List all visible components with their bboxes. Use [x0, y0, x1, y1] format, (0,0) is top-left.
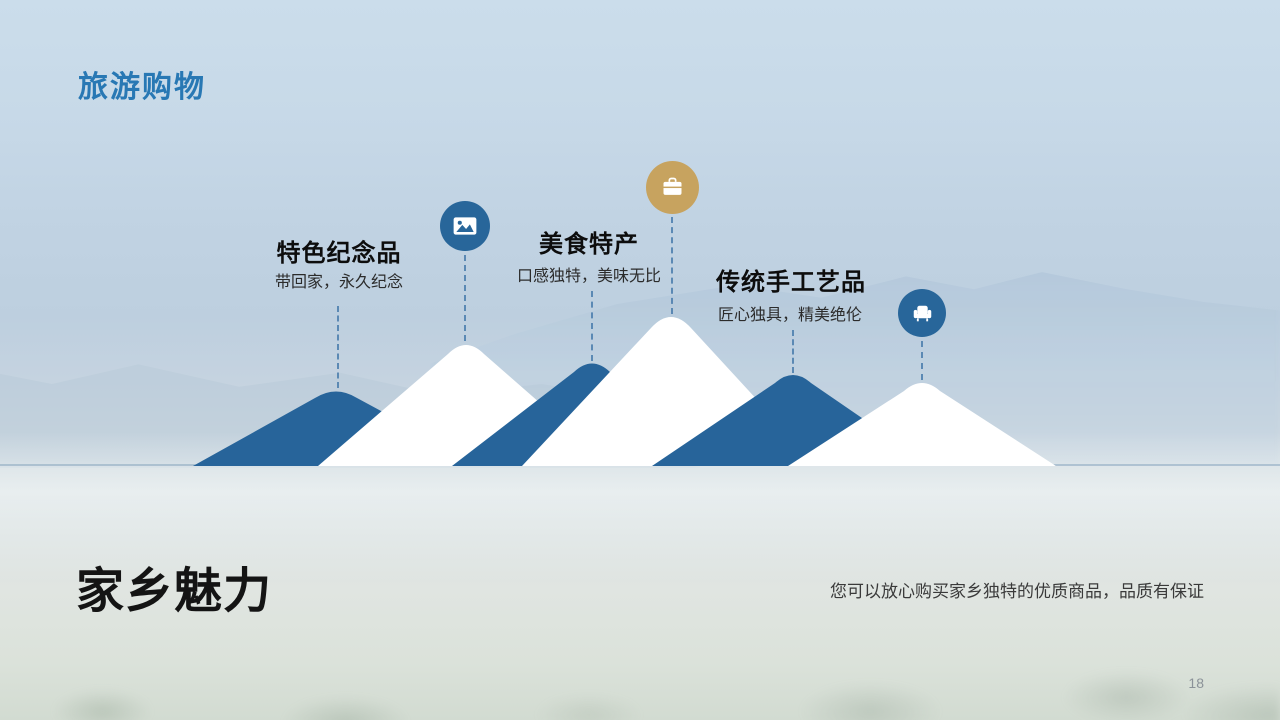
item-subtitle-handicrafts: 匠心独具，精美绝伦 — [717, 307, 862, 324]
item-badge-food — [646, 161, 699, 214]
connector-line-6 — [921, 341, 923, 380]
item-title-handicrafts: 传统手工艺品 — [716, 269, 866, 296]
connector-line-4 — [671, 217, 673, 314]
footer-title: 家乡魅力 — [76, 565, 273, 618]
item-title-food: 美食特产 — [539, 231, 639, 258]
slide-title: 旅游购物 — [78, 71, 206, 104]
footer-note: 您可以放心购买家乡独特的优质商品，品质有保证 — [830, 582, 1204, 601]
connector-line-3 — [591, 291, 593, 361]
connector-line-2 — [464, 255, 466, 341]
image-icon — [453, 217, 477, 235]
item-subtitle-food: 口感独特，美味无比 — [516, 268, 661, 285]
item-badge-handicrafts — [898, 289, 946, 337]
page-number: 18 — [1188, 675, 1204, 691]
connector-line-1 — [337, 306, 339, 388]
item-title-souvenirs: 特色纪念品 — [276, 240, 402, 267]
background-trees — [0, 618, 1280, 720]
item-badge-souvenirs — [440, 201, 490, 251]
briefcase-icon — [663, 177, 682, 195]
armchair-icon — [913, 305, 931, 321]
item-subtitle-souvenirs: 带回家，永久纪念 — [274, 274, 403, 291]
connector-line-5 — [792, 330, 794, 373]
